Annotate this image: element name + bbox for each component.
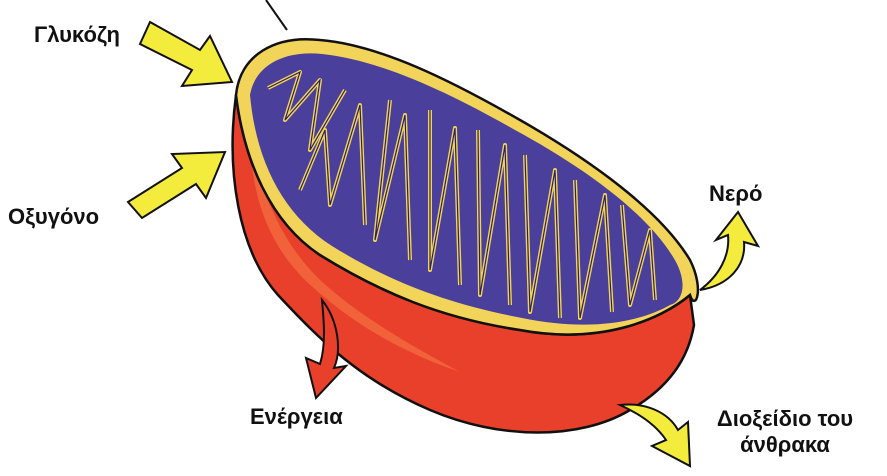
water-label: Νερό xyxy=(709,181,762,207)
glucose-arrow xyxy=(140,22,232,86)
energy-label: Ενέργεια xyxy=(250,404,343,430)
co2-label-line2: άνθρακα xyxy=(690,432,880,458)
oxygen-arrow xyxy=(128,152,225,218)
glucose-label: Γλυκόζη xyxy=(34,22,120,48)
co2-label-line1: Διοξείδιο του xyxy=(690,406,880,432)
co2-label: Διοξείδιο του άνθρακα xyxy=(690,406,880,458)
co2-arrow xyxy=(620,404,690,466)
water-arrow xyxy=(700,212,758,290)
oxygen-label: Οξυγόνο xyxy=(8,204,99,230)
pointer-line xyxy=(266,0,287,30)
